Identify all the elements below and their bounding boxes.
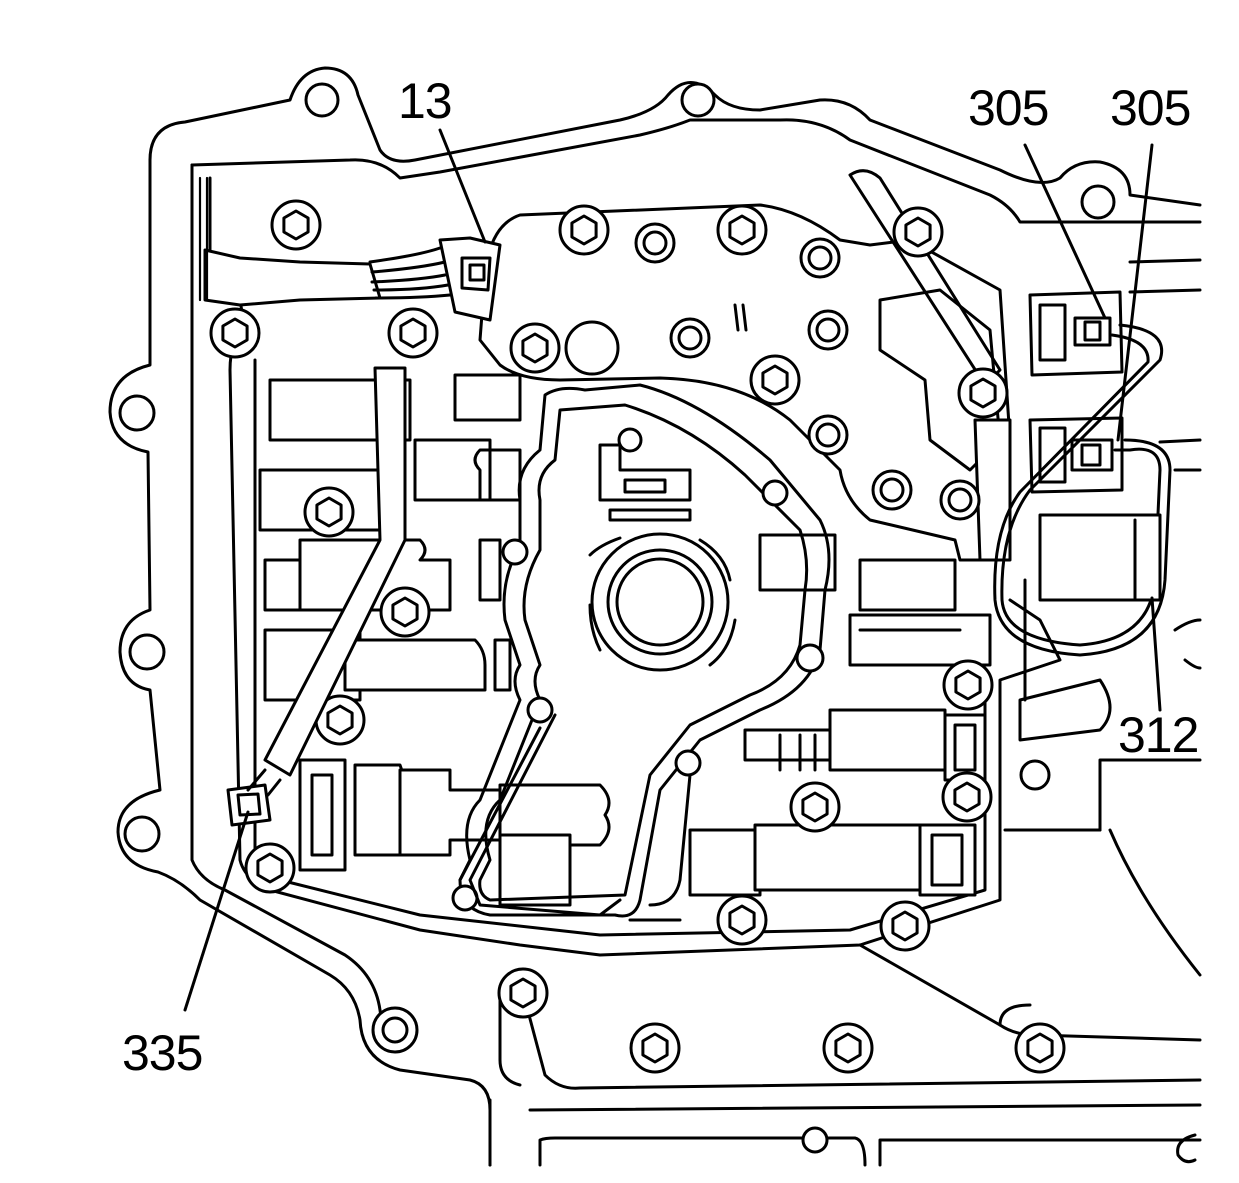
callout-335: 335 [122, 1025, 202, 1081]
bore-hole [939, 479, 981, 521]
hex-bolt [1014, 1022, 1066, 1074]
hex-bolt [270, 199, 322, 251]
upper-valve-body [478, 169, 1012, 562]
hex-bolt [497, 967, 549, 1019]
hex-bolt [716, 204, 768, 256]
callout-305-left: 305 [968, 80, 1048, 136]
hex-bolt [941, 771, 993, 823]
hex-bolt [716, 894, 768, 946]
hex-bolt [957, 367, 1009, 419]
leader-305-a [1023, 143, 1107, 320]
case-bolt-holes [118, 82, 1197, 1164]
bore-hole [669, 317, 711, 359]
hex-bolts [209, 199, 1066, 1074]
callout-305-right: 305 [1110, 80, 1190, 136]
hex-bolt [892, 206, 944, 258]
hex-bolt [209, 307, 261, 359]
leader-13 [438, 128, 487, 244]
hex-bolt [244, 842, 296, 894]
bore-hole [871, 469, 913, 511]
hex-bolt [379, 586, 431, 638]
leader-335 [183, 810, 250, 1012]
callout-312: 312 [1118, 707, 1198, 763]
hex-bolt [822, 1022, 874, 1074]
hex-bolt [509, 322, 561, 374]
hex-bolt [558, 204, 610, 256]
bore-hole [799, 237, 841, 279]
bore-hole [807, 309, 849, 351]
callout-labels: 13 305 305 312 335 [122, 73, 1199, 1081]
hex-bolt [879, 900, 931, 952]
transfer-plate [451, 383, 831, 922]
large-bore [564, 320, 620, 376]
bore-hole [634, 222, 676, 264]
bore-hole [807, 414, 849, 456]
hex-bolt [789, 781, 841, 833]
hex-bolt [942, 659, 994, 711]
wiring-harness [198, 176, 502, 827]
leader-lines [183, 128, 1162, 1012]
solenoid-connectors [993, 258, 1202, 742]
hex-bolt [629, 1022, 681, 1074]
hex-bolt [749, 354, 801, 406]
callout-13: 13 [398, 73, 452, 129]
spool-valves [298, 533, 992, 907]
hex-bolt [303, 486, 355, 538]
leader-312 [1150, 596, 1162, 712]
leader-305-b [1116, 143, 1154, 442]
hex-bolt [387, 307, 439, 359]
